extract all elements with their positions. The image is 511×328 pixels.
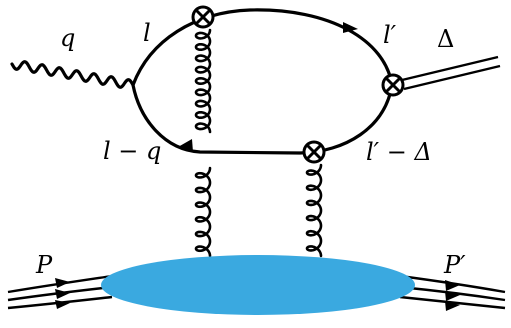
- delta-line-lower: [403, 64, 501, 91]
- proton-out-lines: [399, 274, 506, 311]
- gluon-inner: [194, 28, 212, 134]
- label-l: l: [143, 19, 151, 47]
- circled-cross-icon: [191, 5, 215, 29]
- label-p-prime: P′: [443, 251, 466, 279]
- arrowhead-icon-top: [343, 22, 358, 33]
- label-l-prime-minus-delta: l′ − Δ: [366, 138, 432, 166]
- gluon-right: [305, 163, 323, 258]
- arrowhead-icon-bottom: [178, 139, 193, 152]
- label-delta: Δ: [437, 25, 454, 53]
- label-q: q: [60, 24, 75, 52]
- target-blob: [101, 255, 415, 315]
- gluon-left: [194, 166, 212, 258]
- delta-line-upper: [401, 55, 499, 82]
- quark-loop: [131, 8, 394, 155]
- photon-line-q: [10, 60, 135, 89]
- circled-cross-icon: [302, 140, 326, 164]
- label-p: P: [35, 251, 53, 279]
- label-l-prime: l′: [383, 21, 397, 49]
- label-l-minus-q: l − q: [103, 137, 161, 165]
- proton-in-lines: [7, 274, 113, 310]
- circled-cross-icon: [381, 73, 405, 97]
